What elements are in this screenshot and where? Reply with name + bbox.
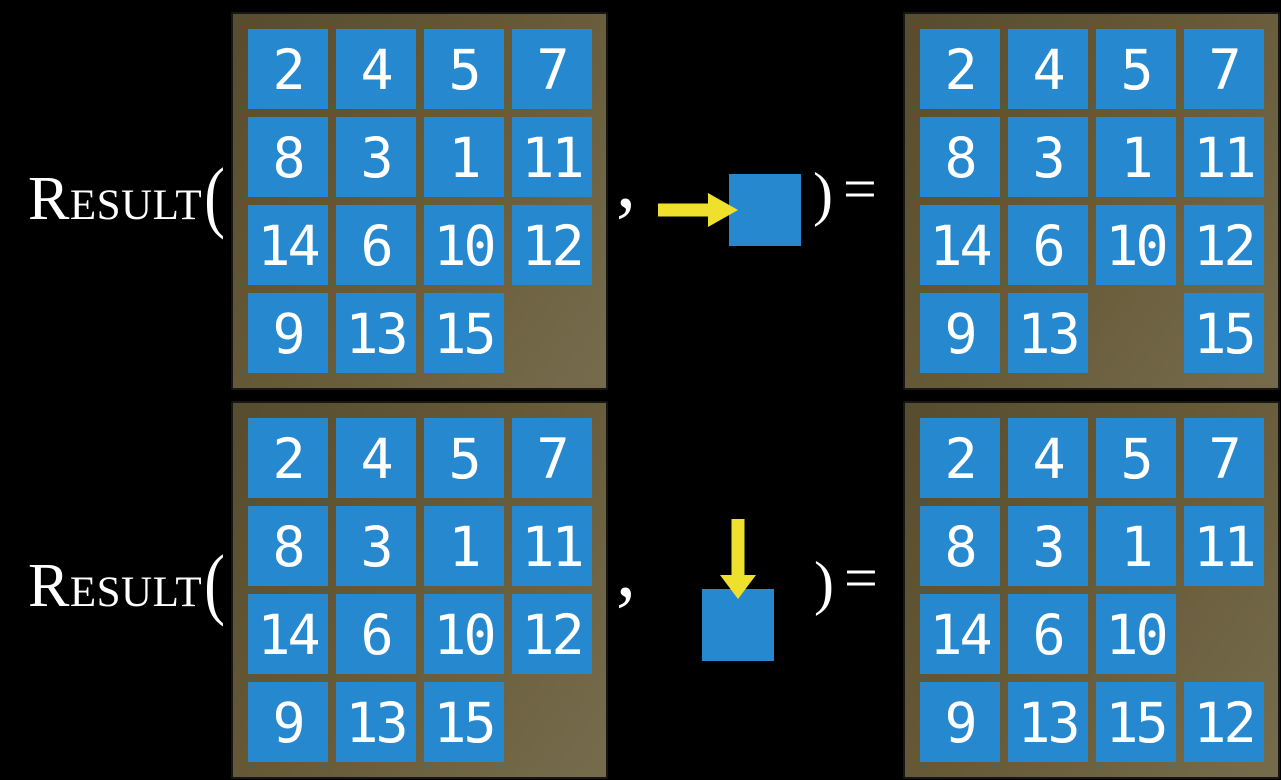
- equals-sign: =: [843, 545, 878, 611]
- puzzle-tile: 15: [423, 682, 504, 762]
- open-paren-icon: (: [204, 540, 225, 628]
- puzzle-tile: 12: [1183, 205, 1264, 285]
- puzzle-tile: 15: [1183, 293, 1264, 373]
- puzzle-tile: 3: [335, 506, 416, 586]
- arrow-right-icon: [658, 193, 738, 227]
- empty-cell: [1096, 293, 1176, 373]
- puzzle-tile: 9: [247, 293, 328, 373]
- move-action-right: [658, 174, 801, 246]
- puzzle-tile: 5: [1095, 418, 1176, 498]
- close-paren-icon: ): [814, 550, 834, 616]
- arrow-down-icon: [720, 519, 756, 599]
- puzzle-tile: 2: [247, 29, 328, 109]
- empty-cell: [1184, 594, 1264, 674]
- puzzle-tile: 10: [423, 594, 504, 674]
- comma: ,: [616, 526, 636, 614]
- puzzle-tile: 11: [1183, 117, 1264, 197]
- puzzle-tile: 14: [247, 205, 328, 285]
- puzzle-tile: 7: [511, 418, 592, 498]
- puzzle-tile: 2: [919, 29, 1000, 109]
- puzzle-tile: 8: [247, 117, 328, 197]
- puzzle-tile: 14: [247, 594, 328, 674]
- puzzle-tile: 8: [247, 506, 328, 586]
- puzzle-tile: 3: [1007, 506, 1088, 586]
- puzzle-tile: 6: [1007, 594, 1088, 674]
- comma: ,: [616, 137, 636, 225]
- puzzle-tile: 6: [1007, 205, 1088, 285]
- puzzle-tile: 6: [335, 594, 416, 674]
- empty-cell: [512, 682, 592, 762]
- puzzle-tile: 4: [1007, 29, 1088, 109]
- puzzle-tile: 1: [1095, 117, 1176, 197]
- puzzle-tile: 12: [511, 205, 592, 285]
- puzzle-tile: 1: [423, 117, 504, 197]
- puzzle-tile: 12: [511, 594, 592, 674]
- puzzle-tile: 13: [335, 682, 416, 762]
- puzzle-tile: 10: [1095, 594, 1176, 674]
- puzzle-tile: 9: [247, 682, 328, 762]
- puzzle-tile: 2: [247, 418, 328, 498]
- move-action-down: [702, 519, 774, 661]
- puzzle-tile: 9: [919, 682, 1000, 762]
- operator-area-row1: , ) =: [608, 12, 904, 390]
- close-paren-icon: ): [813, 161, 833, 227]
- puzzle-tile: 11: [511, 117, 592, 197]
- puzzle-tile: 10: [1095, 205, 1176, 285]
- operator-area-row2: , ) =: [608, 401, 904, 779]
- puzzle-tile: 11: [1183, 506, 1264, 586]
- open-paren-icon: (: [204, 153, 225, 241]
- puzzle-tile: 14: [919, 205, 1000, 285]
- function-name: Result: [28, 552, 203, 620]
- result-label-row2: Result(: [28, 544, 225, 623]
- puzzle-tile: 14: [919, 594, 1000, 674]
- puzzle-tile: 11: [511, 506, 592, 586]
- puzzle-tile: 5: [1095, 29, 1176, 109]
- puzzle-tile: 13: [1007, 293, 1088, 373]
- puzzle-tile: 13: [335, 293, 416, 373]
- puzzle-tile: 3: [335, 117, 416, 197]
- puzzle-tile: 8: [919, 117, 1000, 197]
- puzzle-tile: 4: [1007, 418, 1088, 498]
- puzzle-tile: 7: [1183, 29, 1264, 109]
- puzzle-tile: 5: [423, 418, 504, 498]
- puzzle-tile: 2: [919, 418, 1000, 498]
- blank-action-tile: [702, 589, 774, 661]
- puzzle-tile: 7: [511, 29, 592, 109]
- puzzle-tile: 5: [423, 29, 504, 109]
- puzzle-tile: 15: [1095, 682, 1176, 762]
- puzzle-tile: 3: [1007, 117, 1088, 197]
- puzzle-tile: 6: [335, 205, 416, 285]
- puzzle-tile: 9: [919, 293, 1000, 373]
- puzzle-tile: 4: [335, 29, 416, 109]
- function-name: Result: [28, 165, 203, 233]
- blank-action-tile: [729, 174, 801, 246]
- result-label-row1: Result(: [28, 157, 225, 236]
- empty-cell: [512, 293, 592, 373]
- puzzle-tile: 10: [423, 205, 504, 285]
- puzzle-tile: 1: [1095, 506, 1176, 586]
- equals-sign: =: [842, 156, 877, 222]
- puzzle-tile: 4: [335, 418, 416, 498]
- puzzle-tile: 8: [919, 506, 1000, 586]
- puzzle-tile: 15: [423, 293, 504, 373]
- puzzle-tile: 12: [1183, 682, 1264, 762]
- puzzle-tile: 13: [1007, 682, 1088, 762]
- puzzle-tile: 7: [1183, 418, 1264, 498]
- puzzle-tile: 1: [423, 506, 504, 586]
